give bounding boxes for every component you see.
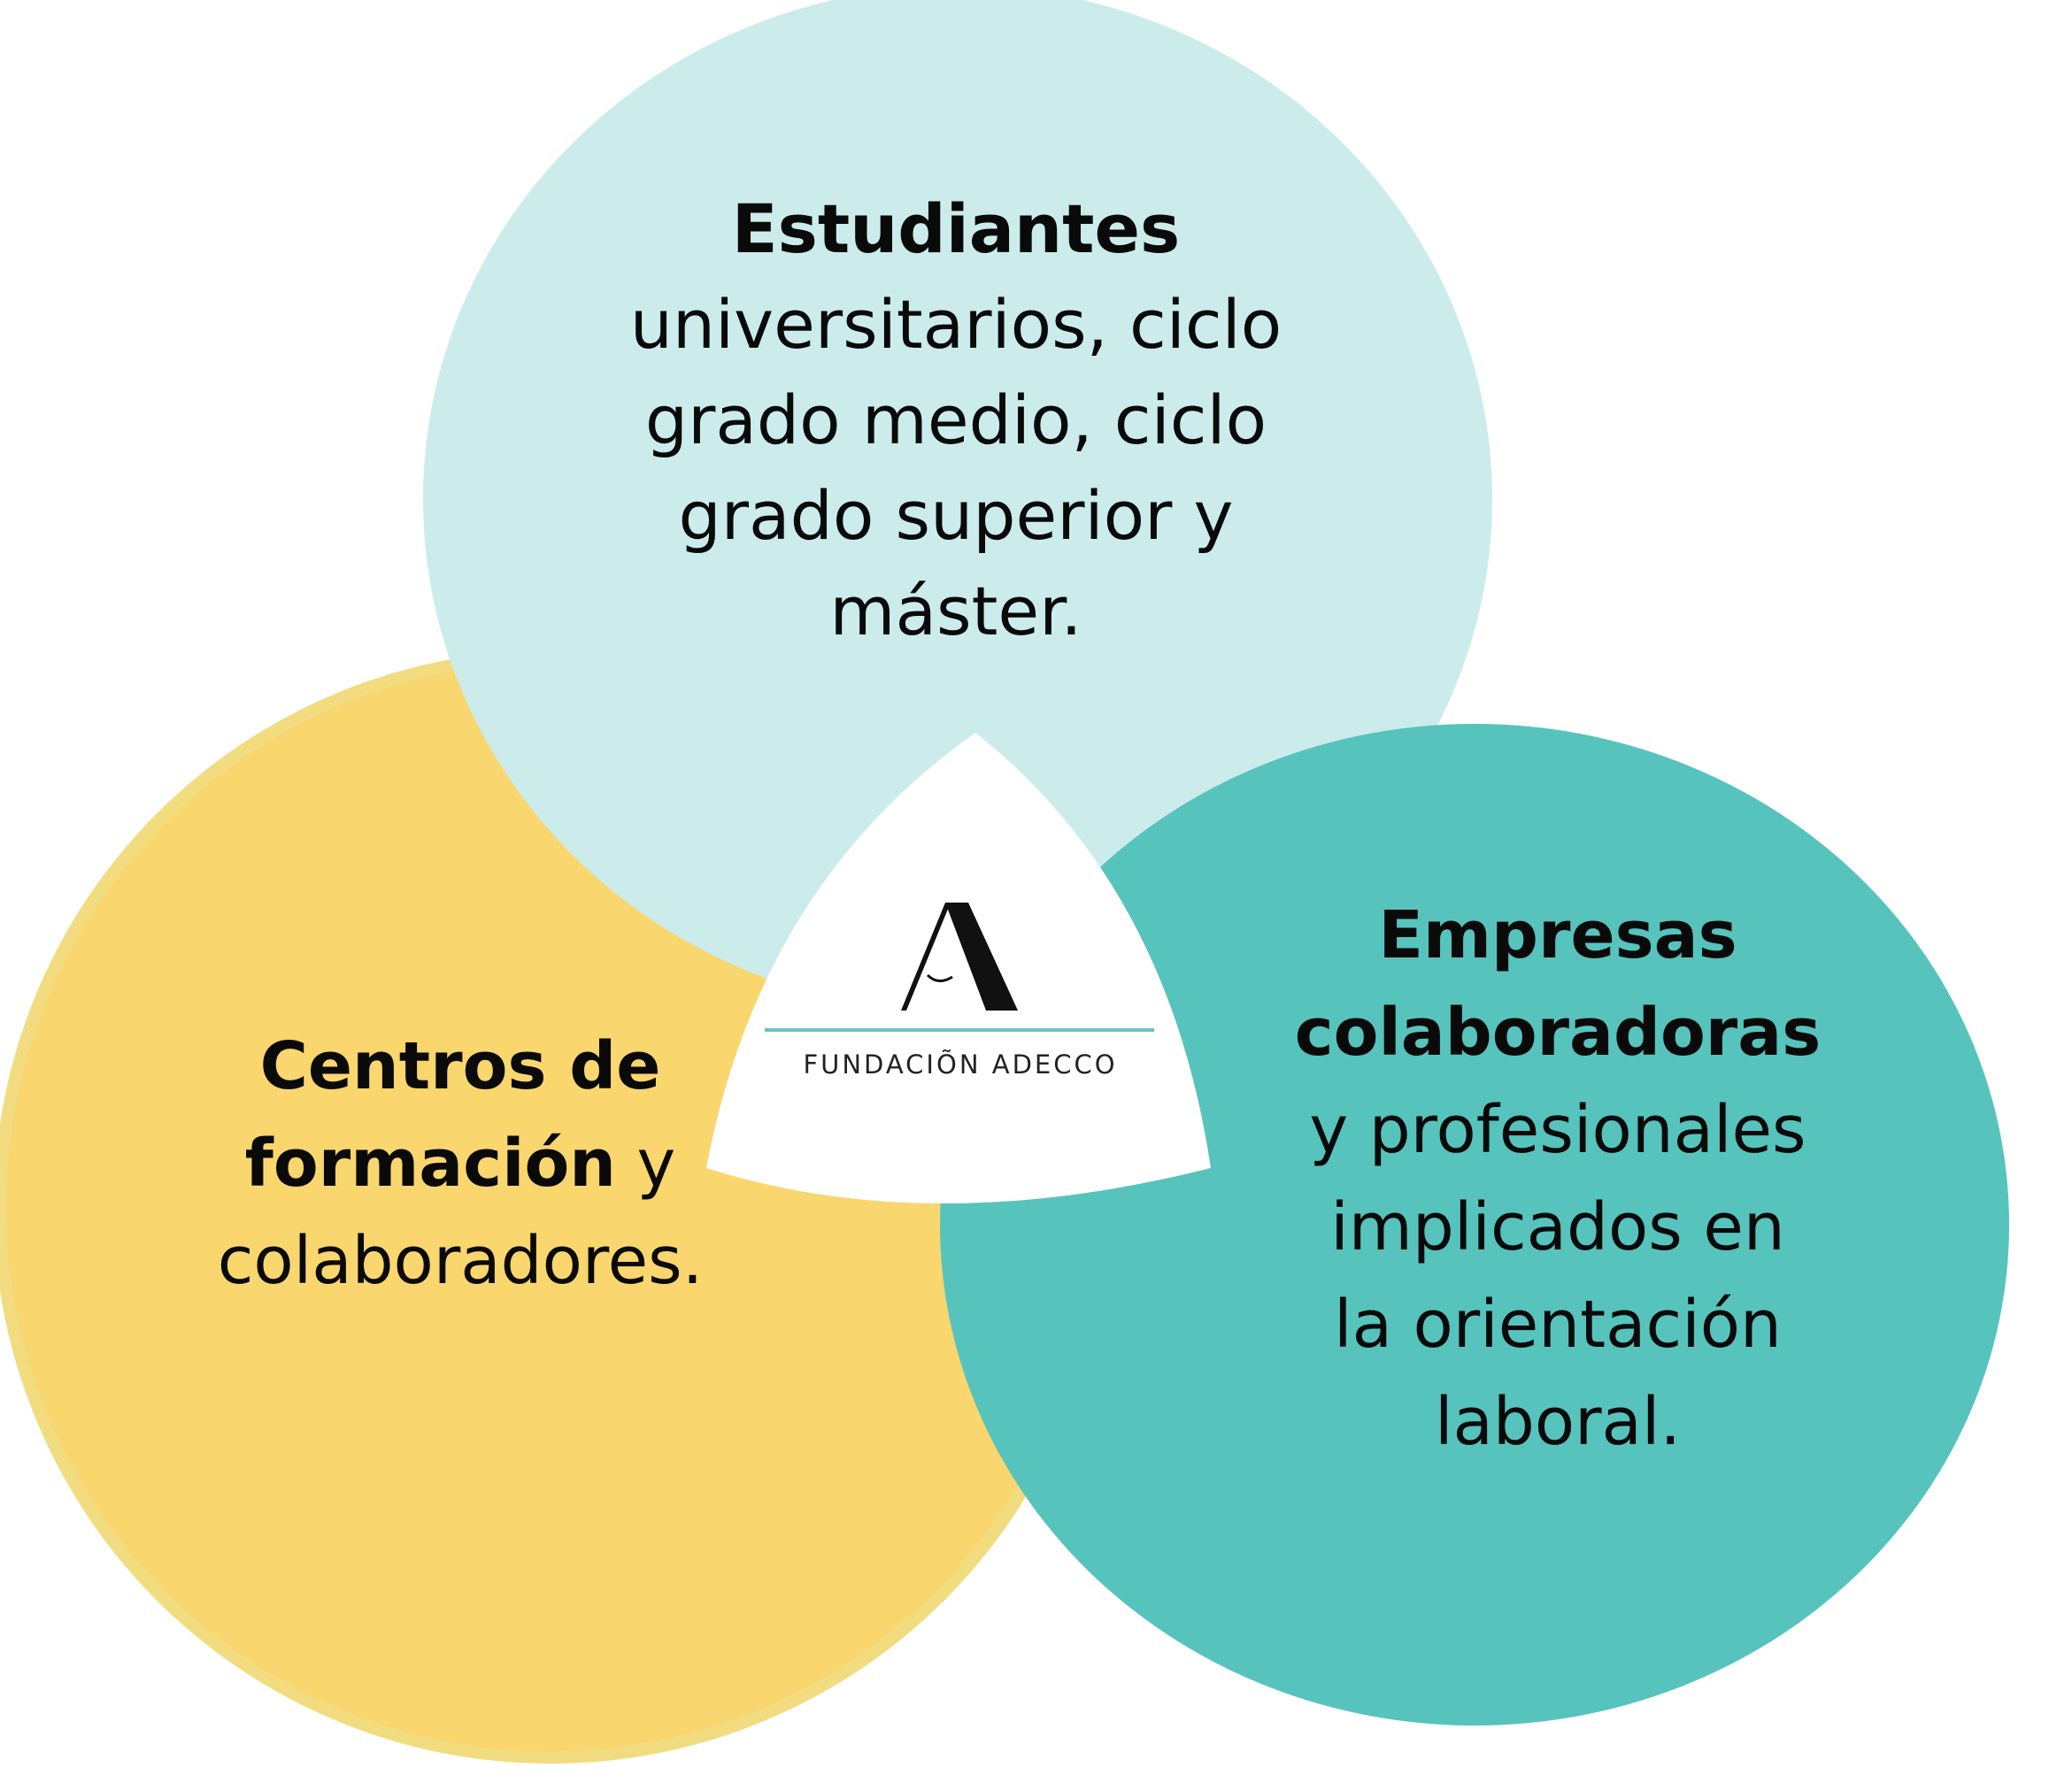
center-triangle [706, 733, 1211, 1203]
left-circle-line-rest: colaboradores. [217, 1223, 704, 1299]
right-circle-title-line-1: Empresas [1378, 897, 1737, 973]
left-circle-title-line-2: formación [244, 1126, 616, 1202]
top-circle-line-4: máster. [829, 572, 1082, 650]
top-circle-text: Estudiantes universitarios, ciclo grado … [549, 181, 1363, 659]
top-circle-line-2: grado medio, ciclo [644, 380, 1267, 459]
logo-text: FUNDACIÕN ADECCO [803, 1049, 1118, 1080]
left-circle-title-suffix: y [616, 1126, 676, 1202]
fundacion-adecco-logo: FUNDACIÕN ADECCO [752, 885, 1168, 1097]
top-circle-line-3: grado superior y [678, 476, 1234, 555]
left-circle-text: Centros de formación y colaboradores. [142, 1018, 779, 1310]
top-circle-title: Estudiantes [731, 189, 1181, 268]
logo-divider [765, 1028, 1154, 1032]
left-circle-title-line-1: Centros de [259, 1028, 661, 1104]
right-circle-line-4: laboral. [1434, 1384, 1681, 1460]
right-circle-text: Empresas colaboradoras y profesionales i… [1133, 887, 1983, 1471]
top-circle-line-1: universitarios, ciclo [629, 285, 1282, 364]
right-circle-line-1: y profesionales [1309, 1092, 1806, 1168]
right-circle-line-2: implicados en [1330, 1189, 1785, 1265]
right-circle-line-3: la orientación [1334, 1287, 1782, 1363]
right-circle [940, 724, 2009, 1726]
left-circle-title-line-2-wrap: formación y [142, 1115, 779, 1212]
right-circle-title-line-2: colaboradoras [1294, 995, 1822, 1071]
adecco-a-logo-icon [901, 903, 1018, 1011]
top-circle [423, 0, 1492, 1012]
